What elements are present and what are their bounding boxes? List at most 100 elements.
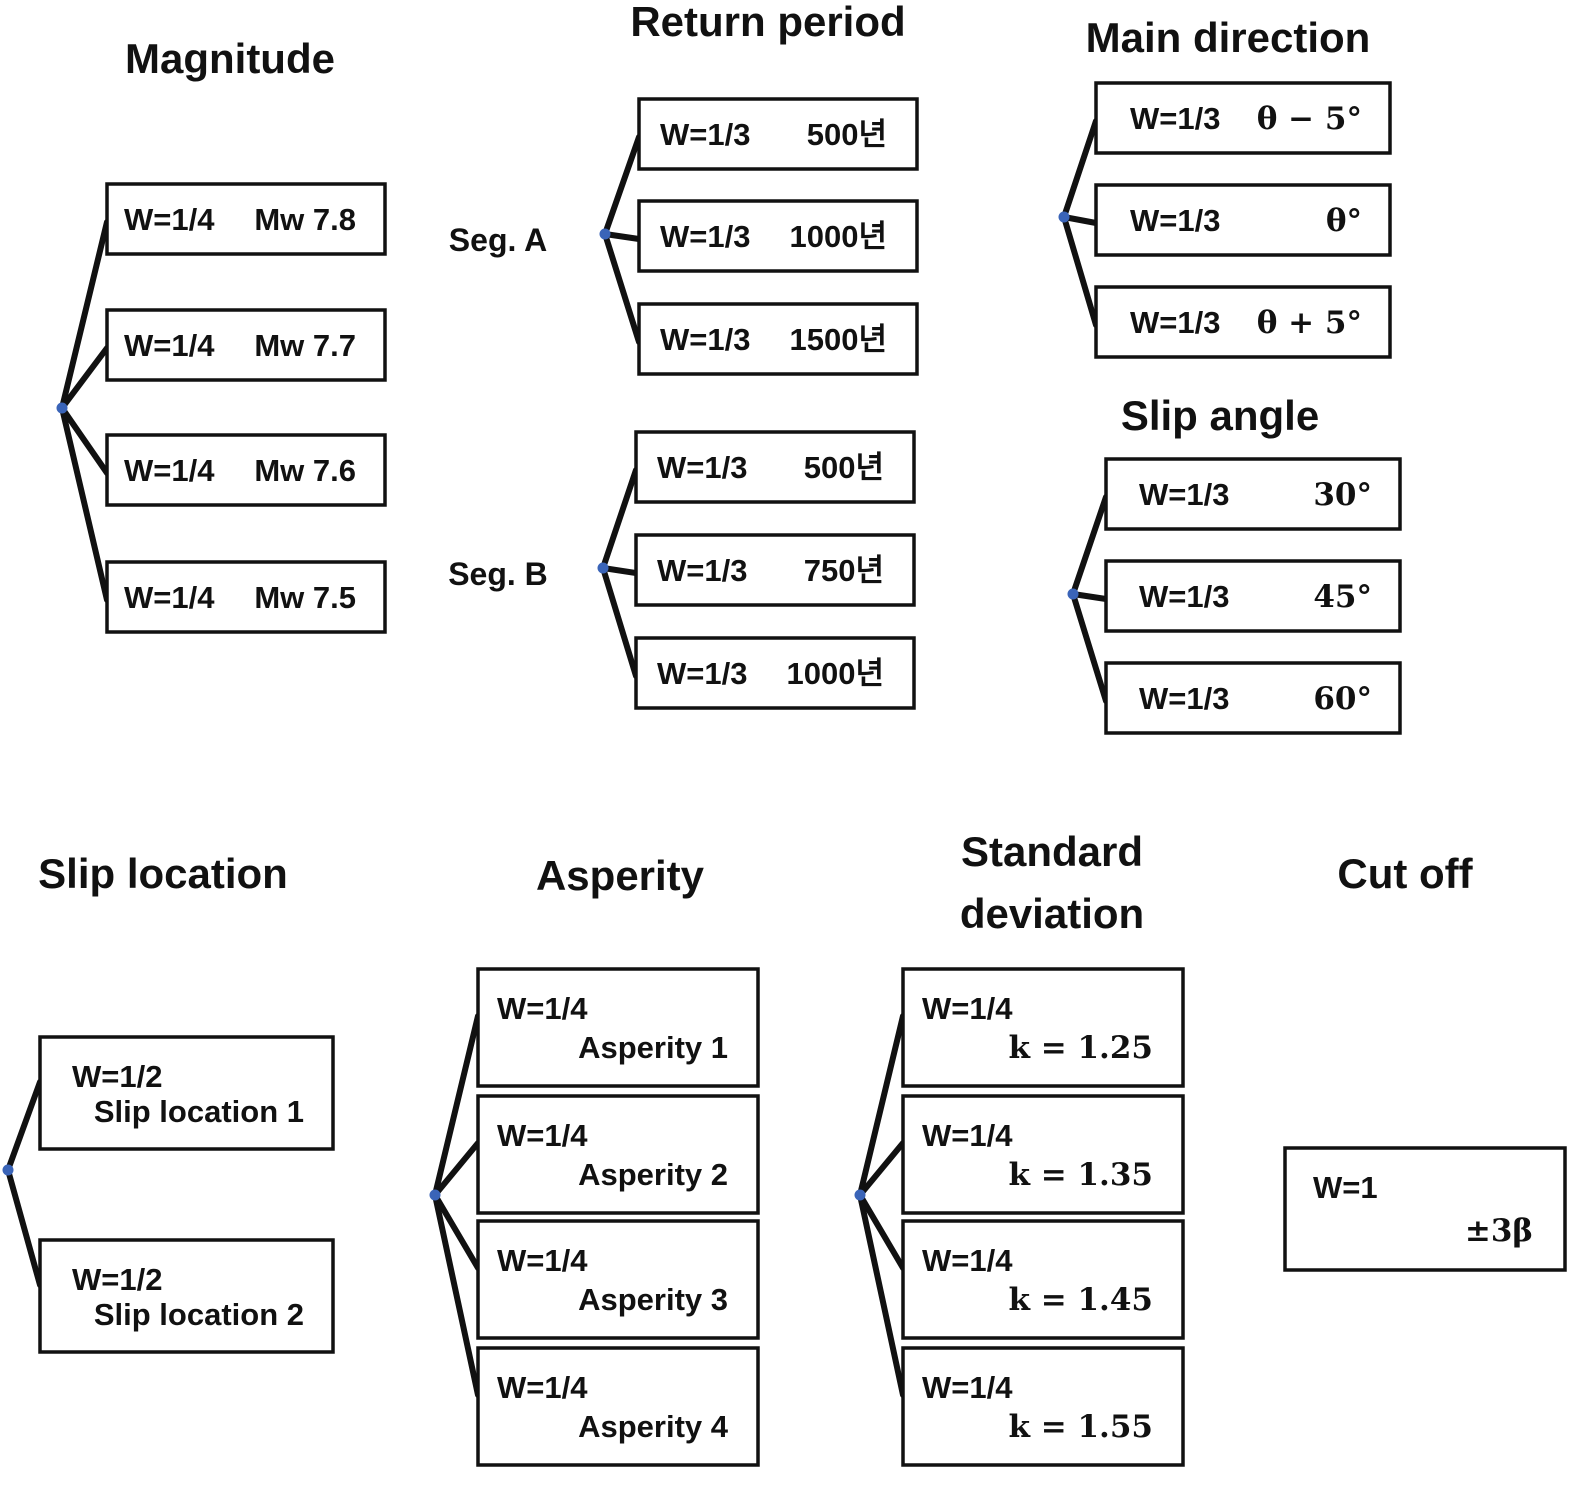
std-dev-weight-label: W=1/4 [922,1370,1013,1405]
segment-b-label: Seg. B [448,556,548,592]
magnitude-weight-label: W=1/4 [124,328,215,363]
magnitude-value-label: Mw 7.6 [254,453,356,488]
std-dev-option-box [901,1219,1185,1340]
slip-location-weight-label: W=1/2 [72,1059,162,1094]
slip-angle-value-label: 30° [1313,477,1372,513]
asperity-branch-line [432,1013,481,1198]
slip-angle-value-label: 60° [1313,681,1372,717]
seg-a-weight-label: W=1/3 [660,117,750,152]
slip-location-value-label: Slip location 2 [94,1297,304,1332]
seg-b-weight-label: W=1/3 [657,656,747,691]
slip-location-option-box [38,1035,335,1151]
magnitude-branch-line [59,219,110,411]
std-dev-option-box [901,967,1185,1088]
slip-location-value-label: Slip location 1 [94,1094,304,1129]
std-dev-value-label: k = 1.45 [1008,1282,1153,1318]
title-deviation: deviation [960,890,1144,937]
slip-location-option-box [38,1238,335,1354]
seg-b-option-box [634,533,916,607]
title-cut-off: Cut off [1337,850,1473,897]
magnitude-option-box [105,308,387,382]
seg-b-root-node [597,562,609,574]
main-direction-option-box [1094,81,1392,155]
seg-b-value-label: 750년 [804,553,884,588]
slip-angle-branch-line [1070,494,1109,597]
title-magnitude: Magnitude [125,35,335,82]
seg-b-weight-label: W=1/3 [657,553,747,588]
main-direction-weight-label: W=1/3 [1130,305,1220,340]
seg-b-branch-line [600,467,639,571]
std-dev-value-label: k = 1.55 [1008,1409,1153,1445]
slip-angle-weight-label: W=1/3 [1139,579,1229,614]
slip-angle-branch-line [1070,591,1109,602]
slip-location-weight-label: W=1/2 [72,1262,162,1297]
main-direction-option-box [1094,285,1392,359]
slip-angle-option-box [1104,457,1402,531]
std-dev-value-label: k = 1.35 [1008,1157,1153,1193]
seg-a-branch-line [602,231,642,242]
slip-angle-weight-label: W=1/3 [1139,477,1229,512]
title-return-period: Return period [630,0,905,45]
std-dev-option-box [901,1094,1185,1215]
asperity-option-box [476,1219,760,1340]
cutoff-option-box [1283,1146,1567,1272]
asperity-branch-line [432,1192,481,1398]
main-direction-branch-line [1061,214,1099,328]
seg-b-branch-line [600,565,639,576]
std-dev-weight-label: W=1/4 [922,1118,1013,1153]
slip-angle-root-node [1067,588,1079,600]
magnitude-branch-line [59,405,110,476]
asperity-weight-label: W=1/4 [497,1370,588,1405]
seg-b-value-label: 500년 [804,450,884,485]
cutoff-value-label: ±3β [1465,1213,1533,1249]
seg-a-root-node [599,228,611,240]
asperity-value-label: Asperity 1 [578,1030,728,1065]
asperity-option-box [476,967,760,1088]
seg-a-weight-label: W=1/3 [660,219,750,254]
asperity-option-box [476,1346,760,1467]
seg-b-option-box [634,430,916,504]
magnitude-option-box [105,433,387,507]
seg-a-option-box [637,97,919,171]
slip-angle-weight-label: W=1/3 [1139,681,1229,716]
main-direction-weight-label: W=1/3 [1130,101,1220,136]
magnitude-weight-label: W=1/4 [124,202,215,237]
main-direction-value-label: θ − 5° [1257,101,1362,137]
main-direction-value-label: θ° [1326,203,1362,239]
seg-b-option-box [634,636,916,710]
seg-a-branch-line [602,134,642,237]
title-main-direction: Main direction [1086,14,1371,61]
asperity-option-box [476,1094,760,1215]
seg-b-value-label: 1000년 [787,656,884,691]
std-dev-branch-line [857,1192,906,1271]
asperity-branch-line [432,1192,481,1271]
magnitude-value-label: Mw 7.5 [254,580,356,615]
segment-a-label: Seg. A [449,222,547,258]
main-direction-root-node [1058,211,1070,223]
title-asperity: Asperity [536,852,705,899]
main-direction-value-label: θ + 5° [1257,305,1362,341]
slip-angle-branch-line [1070,591,1109,704]
seg-a-value-label: 1000년 [790,219,887,254]
slip-angle-value-label: 45° [1313,579,1372,615]
main-direction-weight-label: W=1/3 [1130,203,1220,238]
seg-a-value-label: 1500년 [790,322,887,357]
main-direction-option-box [1094,183,1392,257]
asperity-branch-line [432,1140,481,1198]
seg-b-weight-label: W=1/3 [657,450,747,485]
seg-a-weight-label: W=1/3 [660,322,750,357]
asperity-value-label: Asperity 3 [578,1282,728,1317]
slip-angle-option-box [1104,661,1402,735]
magnitude-branch-line [59,405,110,603]
asperity-weight-label: W=1/4 [497,1118,588,1153]
cutoff-weight-label: W=1 [1313,1170,1378,1205]
magnitude-value-label: Mw 7.8 [254,202,356,237]
magnitude-branch-line [59,345,110,411]
std-dev-value-label: k = 1.25 [1008,1030,1153,1066]
magnitude-weight-label: W=1/4 [124,453,215,488]
seg-a-branch-line [602,231,642,345]
asperity-value-label: Asperity 4 [578,1409,729,1444]
magnitude-option-box [105,182,387,256]
